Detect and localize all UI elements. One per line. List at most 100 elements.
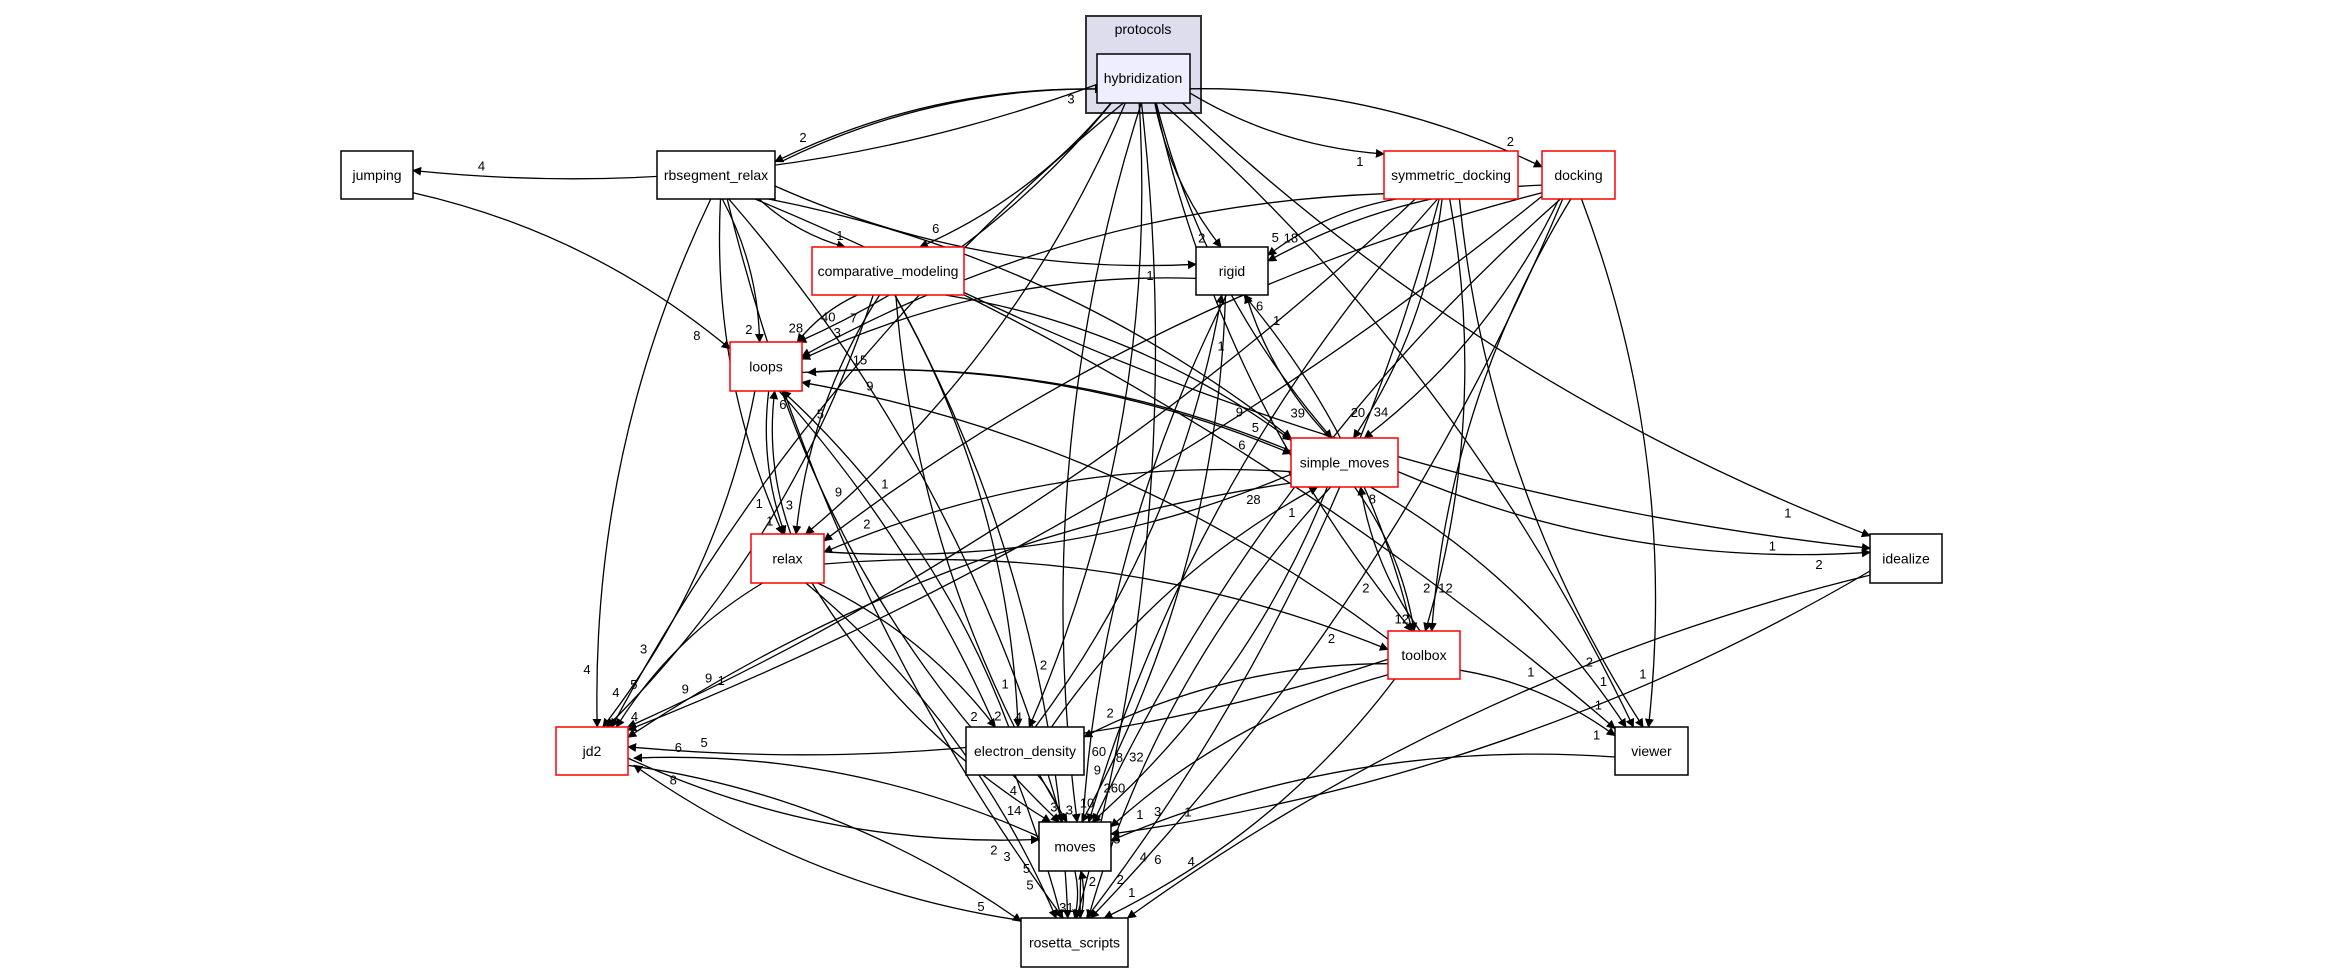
edge-electron-density-to-loops[interactable] bbox=[781, 390, 1010, 728]
edge-label[interactable]: 1 bbox=[1593, 727, 1600, 742]
edge-label[interactable]: 1 bbox=[1784, 506, 1791, 521]
edge-label[interactable]: 10 bbox=[1080, 795, 1094, 810]
edge-hybridization-to-comparative-modeling[interactable] bbox=[919, 102, 1112, 248]
edge-label[interactable]: 6 bbox=[1238, 437, 1245, 452]
edge-symmetric-docking-to-toolbox[interactable] bbox=[1423, 198, 1466, 632]
edge-label[interactable]: 3 bbox=[786, 498, 793, 513]
edge-label[interactable]: 1 bbox=[1273, 313, 1280, 328]
edge-hybridization-to-loops[interactable] bbox=[797, 102, 1112, 343]
edge-label[interactable]: 1 bbox=[756, 496, 763, 511]
edge-label[interactable]: 1 bbox=[1218, 339, 1225, 354]
edge-label[interactable]: 2 bbox=[799, 130, 806, 145]
edge-rigid-to-moves[interactable] bbox=[1081, 294, 1227, 823]
edge-rbsegment-relax-to-moves[interactable] bbox=[728, 198, 1065, 823]
edge-symmetric-docking-to-jd2[interactable] bbox=[626, 198, 1416, 728]
edge-label[interactable]: 5 bbox=[817, 407, 824, 422]
edge-simple-moves-to-toolbox[interactable] bbox=[1354, 486, 1418, 632]
edge-hybridization-to-moves[interactable] bbox=[1062, 102, 1142, 823]
edge-label[interactable]: 2 bbox=[1586, 654, 1593, 669]
edge-label[interactable]: 1 bbox=[1184, 804, 1191, 819]
edge-label[interactable]: 3 bbox=[834, 325, 841, 340]
edge-toolbox-to-electron-density[interactable] bbox=[1083, 663, 1389, 738]
edge-label[interactable]: 1 bbox=[836, 228, 843, 243]
edge-label[interactable]: 1 bbox=[1002, 676, 1009, 691]
node-loops[interactable]: loops bbox=[729, 341, 803, 392]
edge-label[interactable]: 2 bbox=[1423, 580, 1430, 595]
node-rbsegment-relax[interactable]: rbsegment_relax bbox=[656, 150, 776, 200]
edge-label[interactable]: 4 bbox=[478, 159, 485, 174]
edge-label[interactable]: 4 bbox=[1010, 783, 1017, 798]
node-jumping[interactable]: jumping bbox=[340, 150, 414, 200]
node-simple-moves[interactable]: simple_moves bbox=[1290, 437, 1399, 488]
edge-docking-to-jd2[interactable] bbox=[627, 195, 1543, 732]
edge-label[interactable]: 3 bbox=[1067, 92, 1074, 107]
edge-label[interactable]: 2 bbox=[994, 709, 1001, 724]
edge-idealize-to-rosetta-scripts[interactable] bbox=[1126, 574, 1871, 919]
edge-label[interactable]: 260 bbox=[1104, 780, 1126, 795]
edge-label[interactable]: 3 bbox=[1154, 804, 1161, 819]
node-jd2[interactable]: jd2 bbox=[555, 726, 629, 776]
edge-label[interactable]: 5 bbox=[1023, 861, 1030, 876]
edge-electron-density-to-moves[interactable] bbox=[1037, 774, 1065, 823]
edge-label[interactable]: 2 bbox=[1107, 706, 1114, 721]
edge-label[interactable]: 8 bbox=[693, 328, 700, 343]
edge-docking-to-viewer[interactable] bbox=[1580, 198, 1657, 728]
edge-label[interactable]: 2 bbox=[745, 322, 752, 337]
edge-label[interactable]: 2 bbox=[863, 517, 870, 532]
edge-symmetric-docking-to-viewer[interactable] bbox=[1458, 198, 1644, 728]
edge-label[interactable]: 6 bbox=[1256, 299, 1263, 314]
edge-simple-moves-to-viewer[interactable] bbox=[1370, 486, 1627, 728]
edge-label[interactable]: 2 bbox=[1198, 231, 1205, 246]
node-rigid[interactable]: rigid bbox=[1195, 246, 1269, 296]
edge-hybridization-to-electron-density[interactable] bbox=[1028, 102, 1143, 728]
edge-label[interactable]: 9 bbox=[1236, 404, 1243, 419]
edge-label[interactable]: 1 bbox=[1356, 154, 1363, 169]
edge-hybridization-to-relax[interactable] bbox=[805, 102, 1126, 535]
edge-label[interactable]: 7 bbox=[850, 311, 857, 326]
edge-docking-to-relax[interactable] bbox=[823, 192, 1543, 542]
edge-rbsegment-relax-to-jd2[interactable] bbox=[592, 198, 712, 728]
edge-label[interactable]: 9 bbox=[1094, 762, 1101, 777]
edge-simple-moves-to-relax[interactable] bbox=[823, 468, 1292, 554]
edge-simple-moves-to-idealize[interactable] bbox=[1397, 471, 1871, 558]
edge-label[interactable]: 1 bbox=[881, 477, 888, 492]
edge-simple-moves-to-rigid[interactable] bbox=[1244, 294, 1331, 439]
edge-relax-to-jd2[interactable] bbox=[615, 582, 763, 728]
edge-rbsegment-relax-to-rigid[interactable] bbox=[774, 185, 1197, 270]
edge-label[interactable]: 28 bbox=[1246, 492, 1260, 507]
node-docking[interactable]: docking bbox=[1541, 150, 1616, 200]
edge-label[interactable]: 3 bbox=[1050, 799, 1057, 814]
edge-label[interactable]: 9 bbox=[682, 682, 689, 697]
edge-rbsegment-relax-to-simple-moves[interactable] bbox=[768, 198, 1292, 439]
edge-electron-density-to-simple-moves[interactable] bbox=[1051, 486, 1319, 728]
edge-simple-moves-to-loops[interactable] bbox=[807, 367, 1298, 455]
edge-label[interactable]: 2 bbox=[970, 709, 977, 724]
edge-toolbox-to-moves[interactable] bbox=[1110, 674, 1389, 828]
edge-comparative-modeling-to-electron-density[interactable] bbox=[894, 294, 1023, 728]
edge-label[interactable]: 1 bbox=[1639, 667, 1646, 682]
edge-label[interactable]: 9 bbox=[835, 484, 842, 499]
edge-label[interactable]: 28 bbox=[789, 321, 803, 336]
edge-relax-to-rosetta-scripts[interactable] bbox=[805, 582, 1058, 919]
edge-label[interactable]: 1 bbox=[718, 673, 725, 688]
edge-loops-to-rosetta-scripts[interactable] bbox=[778, 390, 1064, 919]
node-viewer[interactable]: viewer bbox=[1614, 726, 1689, 776]
edge-label[interactable]: 4 bbox=[583, 662, 590, 677]
edge-label[interactable]: 12 bbox=[1438, 580, 1452, 595]
edge-relax-to-simple-moves[interactable] bbox=[829, 470, 1298, 556]
edge-hybridization-to-symmetric-docking[interactable] bbox=[1189, 92, 1385, 158]
edge-label[interactable]: 5 bbox=[701, 735, 708, 750]
edge-docking-to-rosetta-scripts[interactable] bbox=[1089, 198, 1564, 919]
edge-label[interactable]: 5 bbox=[1272, 230, 1279, 245]
edge-label[interactable]: 6 bbox=[1154, 852, 1161, 867]
edge-label[interactable]: 2 bbox=[1040, 658, 1047, 673]
edge-loops-to-relax[interactable] bbox=[765, 390, 787, 535]
edge-label[interactable]: 1 bbox=[1527, 664, 1534, 679]
edge-label[interactable]: 1 bbox=[1288, 505, 1295, 520]
edge-label[interactable]: 3 bbox=[1066, 803, 1073, 818]
edge-label[interactable]: 8 bbox=[1116, 750, 1123, 765]
edge-label[interactable]: 2 bbox=[1328, 631, 1335, 646]
edge-rbsegment-relax-to-loops[interactable] bbox=[721, 198, 764, 343]
edge-symmetric-docking-to-moves[interactable] bbox=[1086, 198, 1439, 823]
edge-rbsegment-relax-to-comparative-modeling[interactable] bbox=[758, 198, 846, 250]
